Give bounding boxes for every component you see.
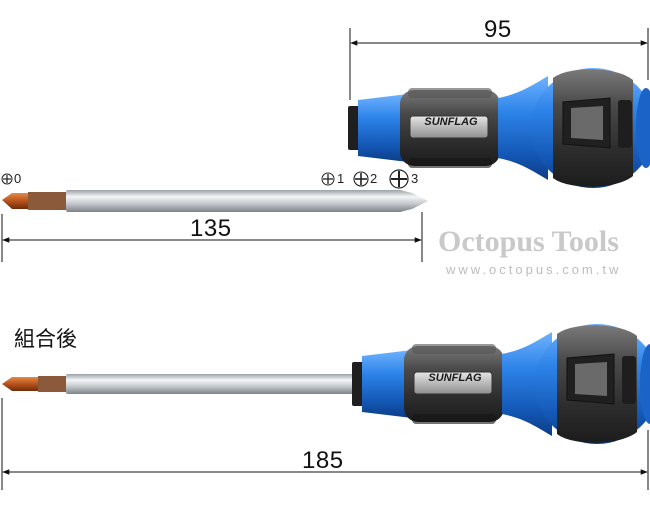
assembled-length-label: 185 (302, 447, 344, 474)
phillips-2-icon (353, 171, 369, 187)
tip-size-2: 2 (370, 171, 378, 186)
assembled-handle-image (351, 323, 650, 445)
phillips-1-icon (321, 172, 335, 186)
handle-length-label: 95 (484, 16, 512, 43)
phillips-0-icon (1, 173, 13, 185)
tip-size-0: 0 (14, 171, 22, 186)
handle-logo-text: SUNFLAG (424, 116, 478, 128)
tip-size-1: 1 (337, 171, 345, 186)
bit-image (2, 190, 428, 212)
watermark-brand: Octopus Tools (438, 225, 619, 258)
assembled-handle-logo-text: SUNFLAG (428, 372, 482, 384)
assembled-bit (2, 374, 356, 394)
watermark-url: www.octopus.com.tw (446, 262, 622, 277)
phillips-3-icon (389, 169, 409, 189)
assembled-label: 組合後 (14, 327, 77, 351)
handle-image (347, 67, 650, 189)
tip-size-3: 3 (411, 171, 419, 186)
bit-length-label: 135 (190, 215, 232, 242)
